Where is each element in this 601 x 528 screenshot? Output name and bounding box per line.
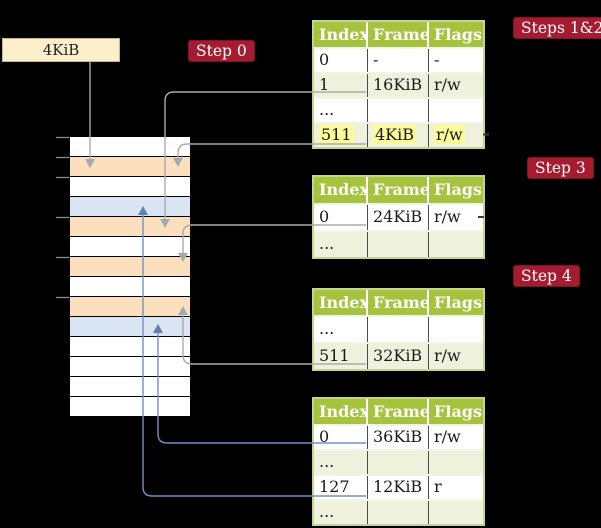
column-header-index: Index bbox=[314, 22, 368, 47]
table-header-row: Index Frame Flags bbox=[314, 290, 483, 315]
column-header-flags: Flags bbox=[429, 22, 483, 47]
column-header-flags: Flags bbox=[429, 177, 483, 203]
cell-index: ... bbox=[314, 501, 368, 524]
cell-frame: 12KiB bbox=[368, 476, 429, 499]
cell-index: 0 bbox=[314, 426, 368, 449]
cell-frame: 32KiB bbox=[368, 344, 429, 369]
table-header-row: Index Frame Flags bbox=[314, 399, 483, 424]
memory-row bbox=[70, 297, 190, 317]
cell-index: ... bbox=[314, 317, 368, 342]
memory-row bbox=[70, 257, 190, 277]
memory-row bbox=[70, 317, 190, 337]
cell-index: 0 bbox=[314, 49, 368, 72]
memory-row bbox=[70, 337, 190, 357]
column-header-flags: Flags bbox=[429, 290, 483, 315]
cell-frame: 16KiB bbox=[368, 74, 429, 97]
frame-size-box: 4KiB bbox=[2, 38, 120, 62]
cell-index: ... bbox=[314, 451, 368, 474]
cell-flags bbox=[429, 501, 483, 524]
cell-frame bbox=[368, 317, 429, 342]
cell-flags: r/w bbox=[434, 346, 461, 365]
memory-row bbox=[70, 137, 190, 157]
column-header-frame: Frame bbox=[368, 399, 429, 424]
cell-frame bbox=[368, 232, 429, 257]
table-row: 1 16KiB r/w bbox=[314, 72, 483, 97]
cell-frame: - bbox=[368, 49, 429, 72]
memory-row bbox=[70, 237, 190, 257]
cell-flags: r/w bbox=[429, 124, 483, 147]
cell-index: ... bbox=[314, 232, 368, 257]
cell-flags: r/w bbox=[434, 427, 461, 446]
table-row: 0 24KiB r/w bbox=[314, 203, 483, 230]
column-header-index: Index bbox=[314, 399, 368, 424]
badge-steps-1-2: Steps 1&2 bbox=[513, 17, 601, 39]
cell-index: 0 bbox=[314, 205, 368, 230]
cell-flags bbox=[429, 451, 483, 474]
cell-frame: 36KiB bbox=[368, 426, 429, 449]
memory-row bbox=[70, 177, 190, 197]
memory-row bbox=[70, 397, 190, 417]
table-header-row: Index Frame Flags bbox=[314, 22, 483, 47]
table-row: ... bbox=[314, 315, 483, 342]
cell-index: 511 bbox=[314, 124, 368, 147]
cell-frame: 4KiB bbox=[368, 124, 429, 147]
cell-flags: - bbox=[434, 50, 440, 69]
column-header-flags: Flags bbox=[429, 399, 483, 424]
memory-row bbox=[70, 357, 190, 377]
cell-index: 511 bbox=[314, 344, 368, 369]
badge-step-4: Step 4 bbox=[513, 265, 580, 287]
table-row: 127 12KiB r bbox=[314, 474, 483, 499]
cell-flags: r/w bbox=[434, 75, 461, 94]
page-table-step-4: Index Frame Flags ... 511 32KiB r/w bbox=[312, 288, 485, 371]
table-row: 0 36KiB r/w bbox=[314, 424, 483, 449]
column-header-frame: Frame bbox=[368, 177, 429, 203]
highlighted-value: 4KiB bbox=[373, 125, 417, 144]
table-row: ... bbox=[314, 449, 483, 474]
memory-row bbox=[70, 157, 190, 177]
cell-flags bbox=[429, 99, 483, 122]
cell-flags: r bbox=[434, 477, 442, 496]
badge-step-0: Step 0 bbox=[188, 40, 255, 62]
cell-index: ... bbox=[314, 99, 368, 122]
table-row: ... bbox=[314, 499, 483, 524]
cell-index: 127 bbox=[314, 476, 368, 499]
page-table-step-3: Index Frame Flags 0 24KiB r/w ... bbox=[312, 175, 485, 259]
memory-row bbox=[70, 377, 190, 397]
column-header-index: Index bbox=[314, 290, 368, 315]
table-row: ... bbox=[314, 230, 483, 257]
column-header-index: Index bbox=[314, 177, 368, 203]
table-row: 511 32KiB r/w bbox=[314, 342, 483, 369]
table-row: 0 - - bbox=[314, 47, 483, 72]
highlighted-value: 511 bbox=[319, 125, 354, 144]
badge-step-3: Step 3 bbox=[527, 157, 594, 179]
cell-frame bbox=[368, 451, 429, 474]
highlighted-value: r/w bbox=[434, 125, 465, 144]
cell-frame: 24KiB bbox=[368, 205, 429, 230]
memory-row bbox=[70, 197, 190, 217]
cell-flags: r/w bbox=[434, 207, 461, 226]
table-header-row: Index Frame Flags bbox=[314, 177, 483, 203]
column-header-frame: Frame bbox=[368, 290, 429, 315]
column-header-frame: Frame bbox=[368, 22, 429, 47]
table-row: ... bbox=[314, 97, 483, 122]
cell-frame bbox=[368, 99, 429, 122]
memory-row bbox=[70, 277, 190, 297]
cell-flags bbox=[429, 317, 483, 342]
cell-index: 1 bbox=[314, 74, 368, 97]
cell-frame bbox=[368, 501, 429, 524]
memory-row bbox=[70, 217, 190, 237]
page-table-final: Index Frame Flags 0 36KiB r/w ... 127 12… bbox=[312, 397, 485, 526]
table-row-highlighted: 511 4KiB r/w bbox=[314, 122, 483, 147]
ruler-ticks bbox=[56, 136, 69, 299]
cell-flags bbox=[429, 232, 483, 257]
memory-column bbox=[70, 137, 190, 417]
page-table-steps-1-2: Index Frame Flags 0 - - 1 16KiB r/w ... … bbox=[312, 20, 485, 149]
